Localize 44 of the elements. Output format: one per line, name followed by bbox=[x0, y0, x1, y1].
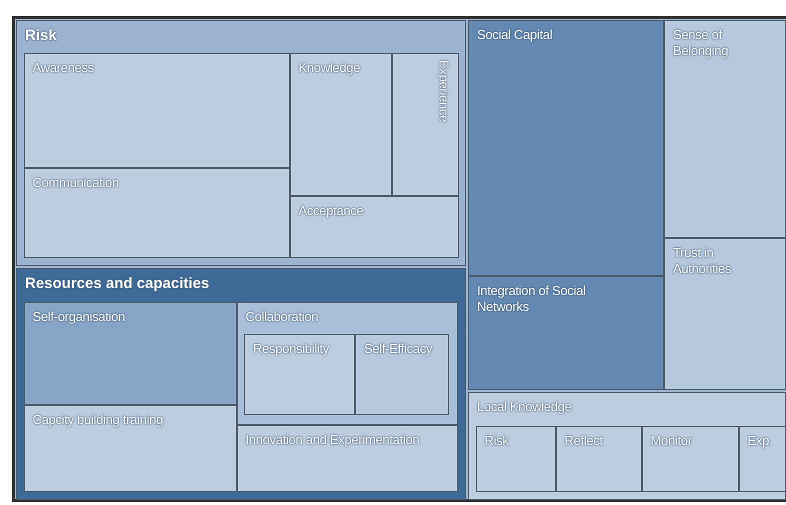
tile-label: Trust in Authorities bbox=[673, 245, 732, 278]
tile-label: Experience bbox=[436, 60, 452, 122]
treemap-tile bbox=[476, 426, 556, 492]
treemap-tile bbox=[664, 238, 786, 390]
tile-label: Sense of Belonging bbox=[673, 27, 730, 60]
treemap-tile bbox=[236, 302, 458, 424]
tile-label: Knowledge bbox=[298, 60, 360, 76]
treemap-tile bbox=[355, 334, 449, 415]
tile-label: Self-Efficacy bbox=[364, 341, 432, 358]
tile-label: Local Knowledge bbox=[477, 399, 572, 416]
tile-label: Risk bbox=[25, 27, 57, 46]
treemap-tile bbox=[244, 334, 355, 415]
tile-label: Awareness bbox=[32, 60, 94, 76]
tile-label: Capcity building training bbox=[32, 412, 164, 428]
treemap-tile bbox=[24, 404, 236, 492]
treemap-tile bbox=[24, 168, 290, 258]
treemap-tile bbox=[642, 426, 738, 492]
treemap-tile bbox=[236, 424, 458, 492]
tile-label: Communication bbox=[32, 174, 119, 191]
tile-label: Collaboration bbox=[246, 308, 318, 325]
tile-label: Self-organisation bbox=[32, 308, 125, 325]
treemap-tile bbox=[664, 20, 786, 238]
tile-label: Resources and capacities bbox=[25, 275, 210, 294]
treemap-tile bbox=[16, 268, 466, 500]
treemap-tile bbox=[24, 302, 236, 404]
treemap-tile bbox=[468, 276, 664, 390]
tile-label: Innovation and Experimentation bbox=[246, 432, 420, 448]
treemap-tile bbox=[738, 426, 786, 492]
tile-label: Responsibility bbox=[253, 341, 330, 358]
treemap-tile bbox=[290, 52, 392, 196]
treemap-tile bbox=[290, 196, 458, 258]
treemap-tile bbox=[468, 20, 664, 276]
tile-label: Monitor bbox=[650, 432, 692, 449]
tile-label: Social Capital bbox=[477, 27, 552, 44]
tile-label: Acceptance bbox=[298, 202, 364, 219]
treemap-tile bbox=[392, 52, 458, 196]
tile-label: Risk bbox=[484, 432, 509, 449]
tile-label: Reflect bbox=[564, 432, 603, 449]
treemap-tile bbox=[468, 392, 786, 500]
treemap-tile bbox=[24, 52, 290, 168]
tile-label: Integration of Social Networks bbox=[477, 283, 587, 316]
tile-label: Exp. bbox=[748, 432, 772, 449]
treemap-tile bbox=[16, 20, 466, 266]
treemap-tile bbox=[556, 426, 642, 492]
